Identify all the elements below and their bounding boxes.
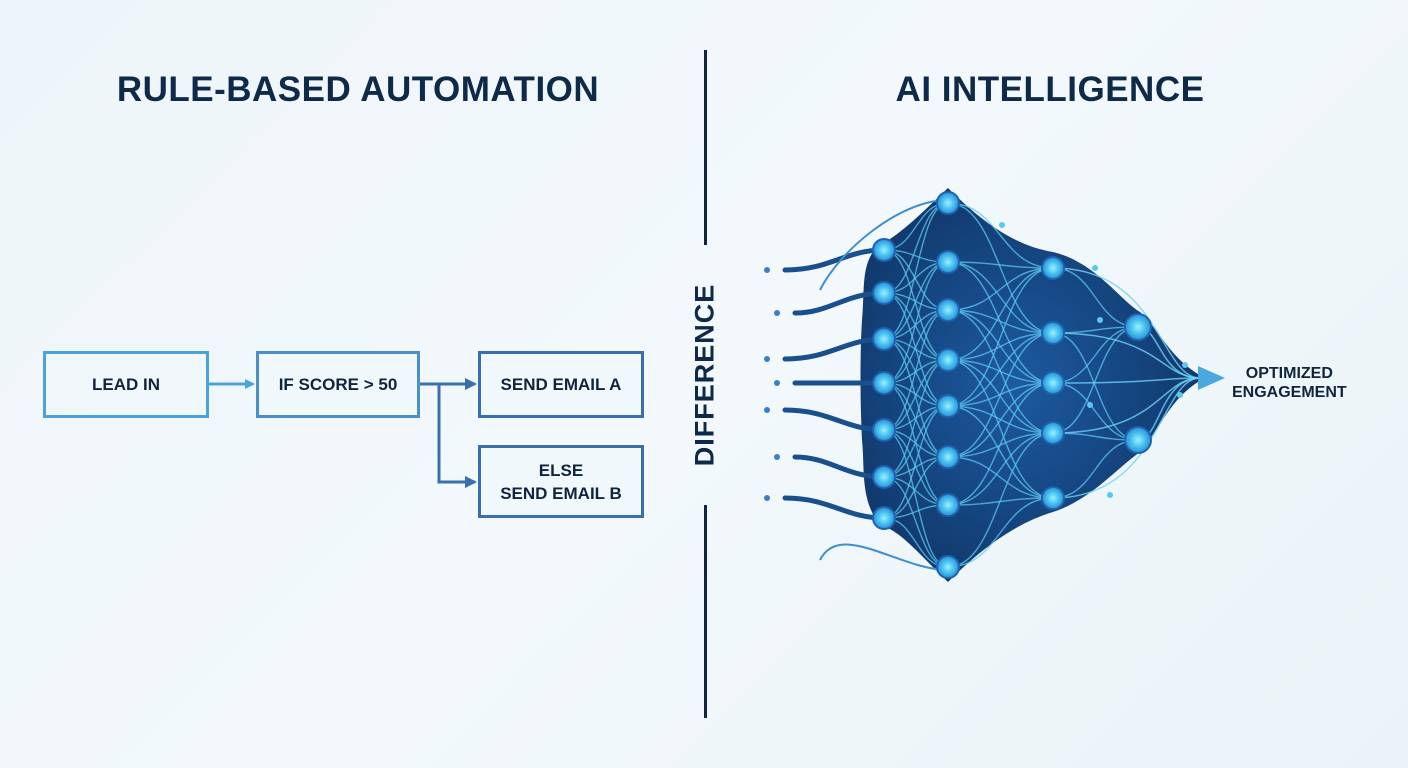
particle-dot bbox=[999, 222, 1005, 228]
send-email-a-box: SEND EMAIL A bbox=[478, 351, 644, 418]
network-connection bbox=[947, 202, 1054, 334]
network-node bbox=[872, 418, 896, 442]
network-node bbox=[872, 327, 896, 351]
neural-network bbox=[764, 188, 1225, 582]
network-node bbox=[1124, 426, 1152, 454]
network-connection bbox=[947, 267, 1054, 361]
else-label: ELSE bbox=[538, 460, 584, 480]
network-node bbox=[1041, 486, 1065, 510]
network-connection bbox=[947, 267, 1054, 407]
network-node bbox=[872, 371, 896, 395]
network-node bbox=[936, 191, 960, 215]
network-connection bbox=[1052, 332, 1139, 441]
particle-dot bbox=[1177, 392, 1183, 398]
network-connection bbox=[947, 405, 1054, 499]
network-connection bbox=[947, 359, 1054, 384]
output-connection bbox=[1052, 377, 1201, 384]
network-node bbox=[1041, 421, 1065, 445]
network-connection bbox=[947, 261, 1054, 334]
network-connection bbox=[947, 497, 1054, 568]
network-connection bbox=[947, 382, 1054, 506]
network-connection bbox=[947, 332, 1054, 361]
lead-in-box: LEAD IN bbox=[43, 351, 209, 418]
send-email-b-label: SEND EMAIL B bbox=[500, 483, 622, 503]
particle-dot bbox=[1087, 402, 1093, 408]
network-node bbox=[872, 238, 896, 262]
output-connection bbox=[1052, 267, 1201, 379]
input-dot bbox=[774, 454, 780, 460]
network-node bbox=[936, 394, 960, 418]
output-arrow-icon bbox=[1198, 366, 1225, 390]
optimized-engagement-label: OPTIMIZED ENGAGEMENT bbox=[1232, 364, 1347, 402]
divider-top bbox=[704, 50, 707, 245]
network-node bbox=[872, 465, 896, 489]
network-node bbox=[1041, 371, 1065, 395]
network-connection bbox=[947, 261, 1054, 269]
network-node bbox=[936, 493, 960, 517]
network-node bbox=[1041, 256, 1065, 280]
input-dot bbox=[764, 267, 770, 273]
network-connection bbox=[947, 432, 1054, 568]
particle-dot bbox=[1092, 265, 1098, 271]
condition-box: IF SCORE > 50 bbox=[256, 351, 420, 418]
input-dot bbox=[774, 310, 780, 316]
network-node bbox=[1041, 321, 1065, 345]
network-connection bbox=[947, 309, 1054, 334]
outer-curve bbox=[819, 543, 949, 571]
network-connection bbox=[947, 456, 1054, 499]
network-connection bbox=[947, 202, 1054, 269]
network-connection bbox=[947, 382, 1054, 458]
network-connection bbox=[947, 267, 1054, 311]
ai-intelligence-title: AI INTELLIGENCE bbox=[895, 70, 1205, 109]
output-line-1: OPTIMIZED bbox=[1245, 365, 1333, 382]
network-node bbox=[872, 281, 896, 305]
input-dot bbox=[764, 356, 770, 362]
network-node bbox=[936, 298, 960, 322]
particle-dot bbox=[1107, 492, 1113, 498]
particle-dot bbox=[1097, 317, 1103, 323]
particle-dot bbox=[1182, 362, 1188, 368]
divider-bottom bbox=[704, 505, 707, 718]
network-connection bbox=[947, 261, 1054, 384]
arrow-condition-to-else bbox=[437, 384, 477, 488]
network-connection bbox=[947, 359, 1054, 499]
network-node bbox=[936, 555, 960, 579]
outer-curve bbox=[819, 199, 949, 291]
input-dot bbox=[764, 495, 770, 501]
network-connection bbox=[947, 432, 1054, 506]
network-connection bbox=[947, 332, 1054, 407]
output-line-2: ENGAGEMENT bbox=[1232, 384, 1347, 401]
input-dot bbox=[764, 407, 770, 413]
network-node bbox=[936, 250, 960, 274]
else-send-email-b-box: ELSE SEND EMAIL B bbox=[478, 445, 644, 518]
network-node bbox=[936, 445, 960, 469]
network-connection bbox=[1052, 326, 1139, 434]
rule-based-title: RULE-BASED AUTOMATION bbox=[116, 70, 600, 109]
network-node bbox=[872, 506, 896, 530]
network-node bbox=[936, 348, 960, 372]
network-connection bbox=[947, 332, 1054, 458]
network-node bbox=[1124, 313, 1152, 341]
input-dot bbox=[774, 380, 780, 386]
